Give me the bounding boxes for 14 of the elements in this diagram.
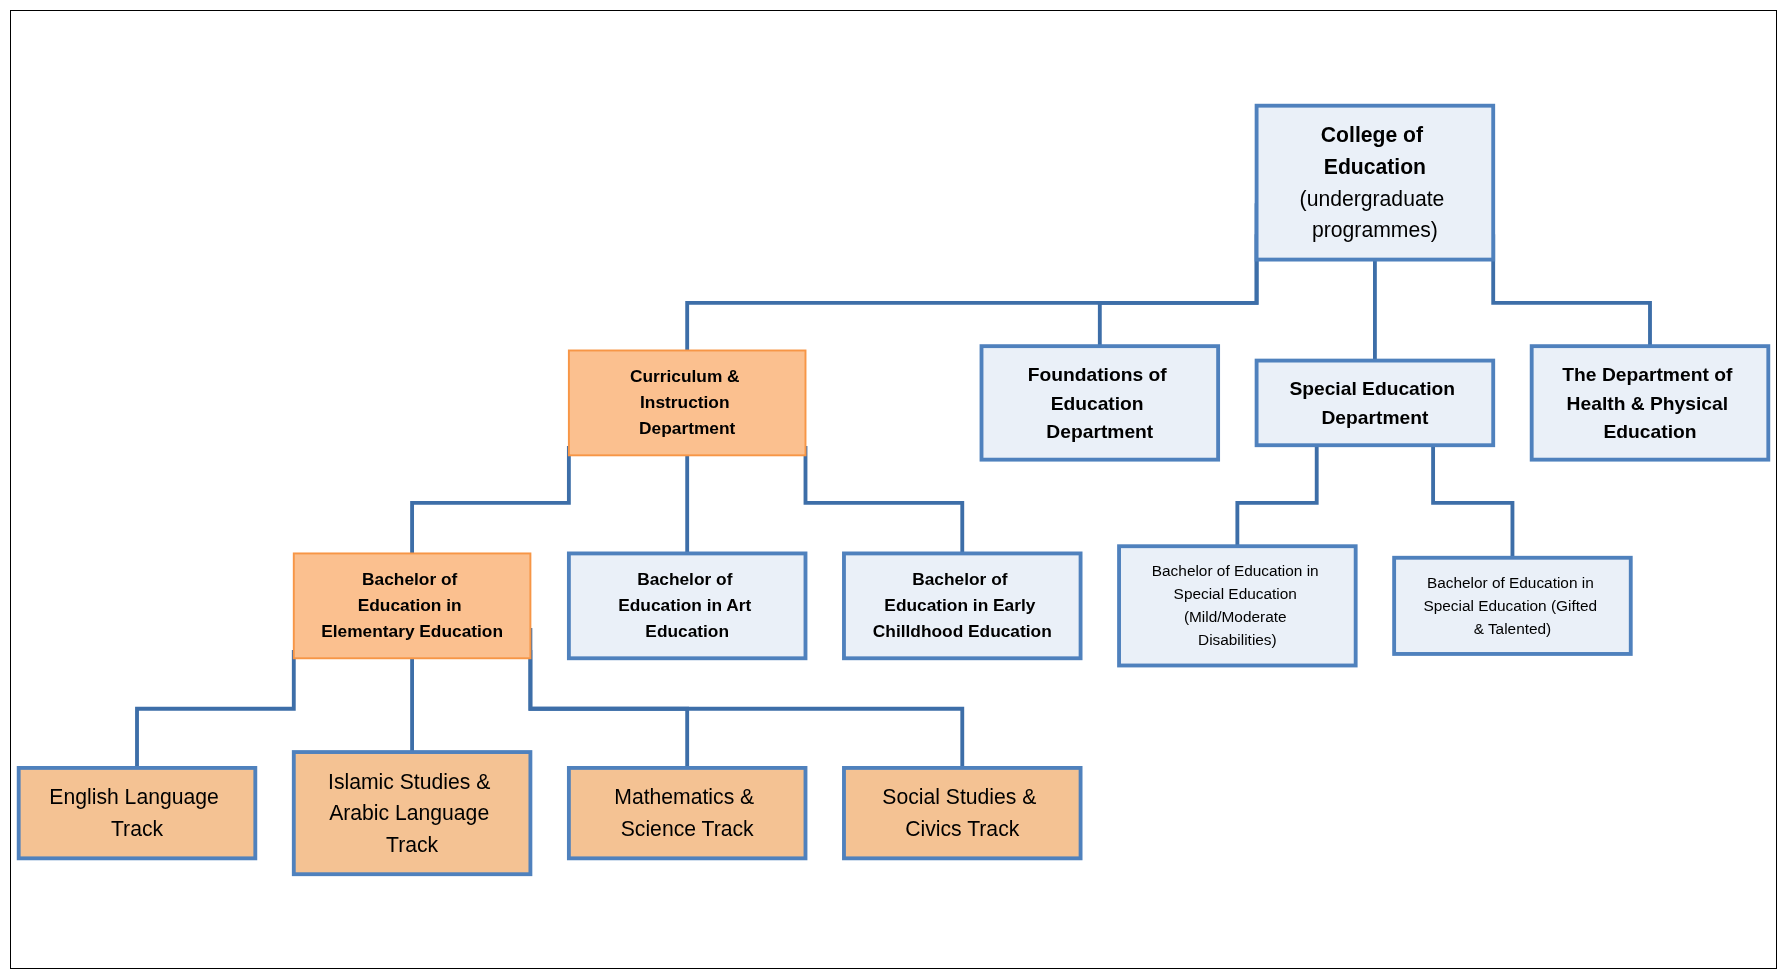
node-box: Mathematics & Science Track	[566, 765, 808, 860]
node-box: Special Education Department	[1254, 358, 1496, 447]
node-box: Bachelor of Education in Art Education	[566, 551, 808, 660]
node-box: Social Studies & Civics Track	[842, 765, 1083, 860]
node-box: Curriculum & Instruction Department	[567, 349, 807, 456]
node-box: English Language Track	[16, 765, 258, 860]
node-box: Islamic Studies & Arabic Language Track	[291, 749, 533, 876]
node-box: College of Education (undergraduate programmes)	[1254, 103, 1496, 262]
node-box: Bachelor of Education in Elementary Education	[292, 552, 532, 659]
node-box: The Department of Health & Physical Education	[1529, 343, 1771, 462]
node-box: Bachelor of Education in Special Education (Gifted & Talented)	[1392, 555, 1633, 656]
node-box: Bachelor of Education in Special Education (Mild/Moderate Disabilities)	[1117, 543, 1358, 667]
node-box: Bachelor of Education in Early Chilldhood Education	[842, 551, 1083, 660]
node-box: Foundations of Education Department	[979, 343, 1221, 462]
